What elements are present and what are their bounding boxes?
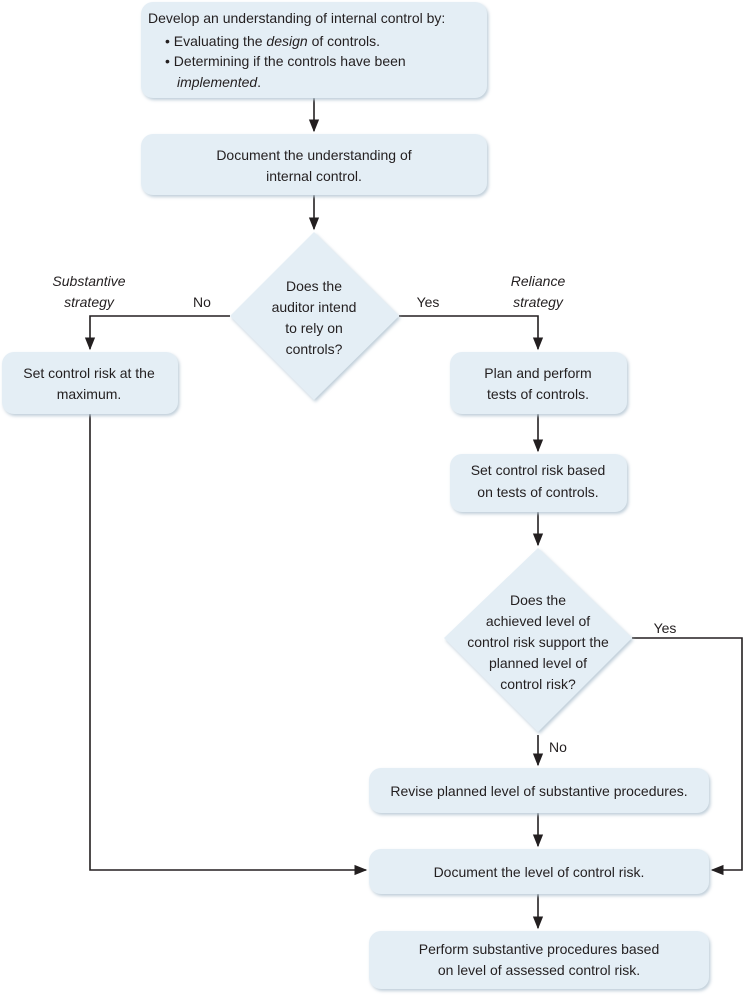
node-set-control-risk-maximum: Set control risk at the maximum. <box>2 352 178 414</box>
document-level-line1: Document the level of control risk. <box>434 864 645 880</box>
develop-bullet-2: • Determining if the controls have been <box>165 53 406 69</box>
svg-text:Reliance: Reliance <box>511 273 566 289</box>
svg-text:strategy: strategy <box>64 294 115 310</box>
node-set-control-risk-based: Set control risk based on tests of contr… <box>450 454 627 512</box>
node-document-understanding: Document the understanding of internal c… <box>141 134 487 195</box>
develop-bullet-1: • Evaluating the design of controls. <box>165 33 380 49</box>
set-based-line2: on tests of controls. <box>477 484 598 500</box>
edge-decision-no <box>84 315 230 351</box>
svg-text:strategy: strategy <box>513 294 564 310</box>
support-line4: planned level of <box>489 655 587 671</box>
rely-line3: to rely on <box>285 320 343 336</box>
edge-support-yes <box>632 637 743 876</box>
svg-text:Substantive: Substantive <box>52 273 125 289</box>
edge-label-rely-yes: Yes <box>417 294 440 310</box>
decision-achieved-supports-planned: Does the achieved level of control risk … <box>444 548 632 732</box>
perform-line1: Perform substantive procedures based <box>419 941 659 957</box>
edge-label-support-no: No <box>549 739 567 755</box>
develop-lead-text: Develop an understanding of internal con… <box>148 10 445 26</box>
edge-decision-yes <box>399 315 544 351</box>
rely-line1: Does the <box>286 278 342 294</box>
plan-tests-line1: Plan and perform <box>484 365 591 381</box>
support-line5: control risk? <box>500 676 576 692</box>
node-revise-planned-level: Revise planned level of substantive proc… <box>369 768 709 813</box>
label-substantive-strategy: Substantive strategy <box>52 273 125 310</box>
rely-line2: auditor intend <box>272 299 357 315</box>
edge-max-to-document-level <box>89 414 368 876</box>
label-reliance-strategy: Reliance strategy <box>511 273 566 310</box>
support-line2: achieved level of <box>486 613 590 629</box>
node-perform-substantive-procedures: Perform substantive procedures based on … <box>369 931 709 989</box>
node-plan-perform-tests: Plan and perform tests of controls. <box>450 352 627 414</box>
perform-line2: on level of assessed control risk. <box>438 962 640 978</box>
support-line1: Does the <box>510 592 566 608</box>
node-develop-understanding: Develop an understanding of internal con… <box>141 2 487 98</box>
decision-rely-on-controls: Does the auditor intend to rely on contr… <box>230 232 399 400</box>
set-based-line1: Set control risk based <box>471 462 606 478</box>
support-line3: control risk support the <box>467 634 609 650</box>
node-document-level-control-risk: Document the level of control risk. <box>369 849 709 894</box>
document-understanding-line1: Document the understanding of <box>216 147 411 163</box>
develop-bullet-2-cont: implemented. <box>177 74 261 90</box>
document-understanding-line2: internal control. <box>266 168 362 184</box>
set-max-line2: maximum. <box>57 386 122 402</box>
rely-line4: controls? <box>286 341 343 357</box>
plan-tests-line2: tests of controls. <box>487 386 589 402</box>
edge-label-support-yes: Yes <box>654 620 677 636</box>
revise-line1: Revise planned level of substantive proc… <box>390 783 687 799</box>
edge-label-rely-no: No <box>193 294 211 310</box>
set-max-line1: Set control risk at the <box>23 365 155 381</box>
